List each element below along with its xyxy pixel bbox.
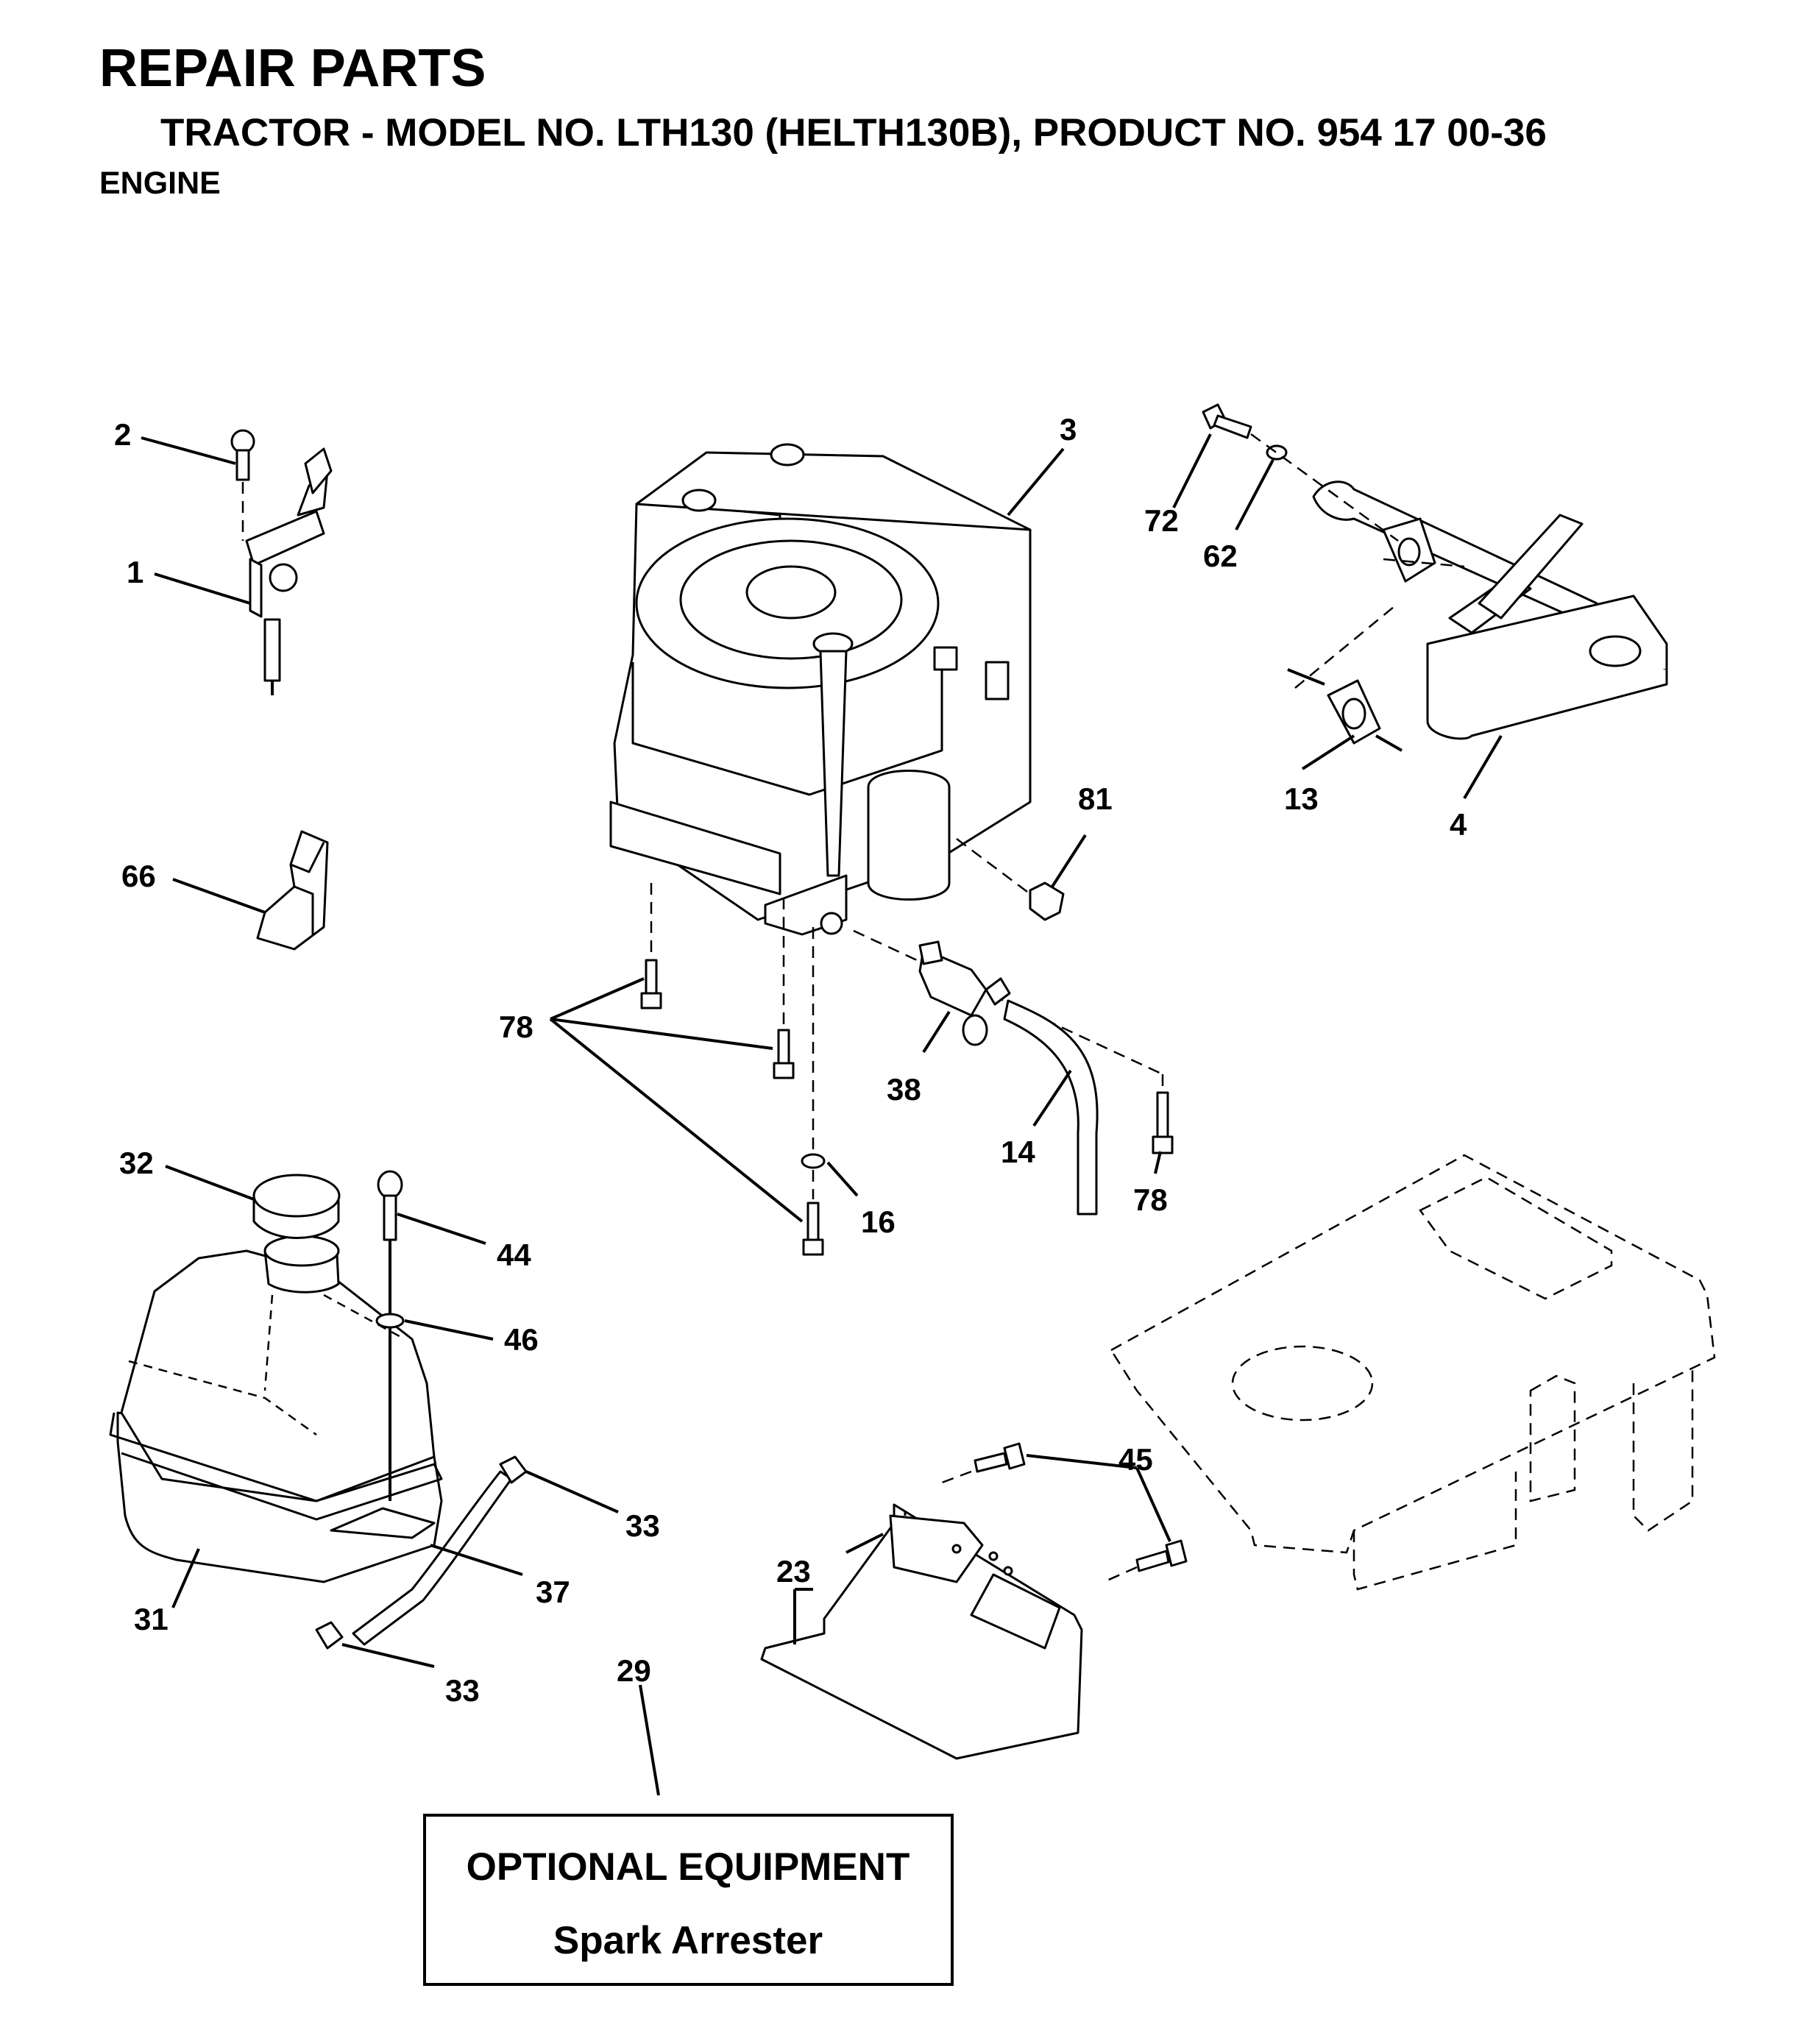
callout-38: 38 (887, 1072, 921, 1107)
callout-23: 23 (776, 1554, 811, 1589)
callout-46: 46 (504, 1322, 539, 1357)
page-title: REPAIR PARTS (99, 39, 486, 98)
throttle-control-part (230, 429, 333, 695)
spark-arrester-label: Spark Arrester (553, 1919, 823, 1962)
callout-4: 4 (1450, 807, 1467, 842)
fuel-tank-part (109, 1170, 528, 1650)
callout-29: 29 (617, 1653, 651, 1688)
callout-13: 13 (1284, 781, 1319, 816)
callout-33-lower: 33 (445, 1673, 480, 1708)
callout-2: 2 (114, 417, 131, 452)
clip-part (256, 830, 329, 951)
section-title: ENGINE (99, 166, 221, 201)
callout-66: 66 (121, 859, 156, 893)
heat-shield-part (760, 1442, 1188, 1760)
model-subtitle: TRACTOR - MODEL NO. LTH130 (HELTH130B), … (160, 111, 1547, 155)
optional-equipment-box: OPTIONAL EQUIPMENT Spark Arrester (423, 1814, 954, 1986)
callout-32: 32 (119, 1146, 154, 1180)
nut-part (956, 838, 1065, 921)
callout-3: 3 (1060, 412, 1077, 447)
callout-44: 44 (497, 1238, 531, 1272)
optional-equipment-heading: OPTIONAL EQUIPMENT (467, 1845, 910, 1889)
bolt-parts (640, 883, 1174, 1256)
callout-78-left: 78 (499, 1009, 533, 1044)
callout-81: 81 (1078, 781, 1113, 816)
leader-lines (141, 433, 1503, 1796)
callout-labels: 2 1 3 72 62 13 4 81 66 78 38 14 78 16 32… (114, 412, 1467, 1708)
callout-45: 45 (1118, 1442, 1153, 1477)
callout-62: 62 (1203, 539, 1238, 573)
callout-72: 72 (1144, 503, 1179, 538)
callout-37: 37 (536, 1575, 570, 1609)
callout-14: 14 (1001, 1135, 1035, 1169)
callout-31: 31 (134, 1602, 169, 1636)
callout-1: 1 (127, 555, 143, 589)
callout-33-upper: 33 (625, 1508, 660, 1543)
callout-78-right: 78 (1133, 1182, 1168, 1217)
muffler-part (1202, 403, 1668, 752)
engine-part (609, 443, 1032, 936)
callout-16: 16 (861, 1204, 896, 1239)
frame-reference (1110, 1154, 1716, 1591)
